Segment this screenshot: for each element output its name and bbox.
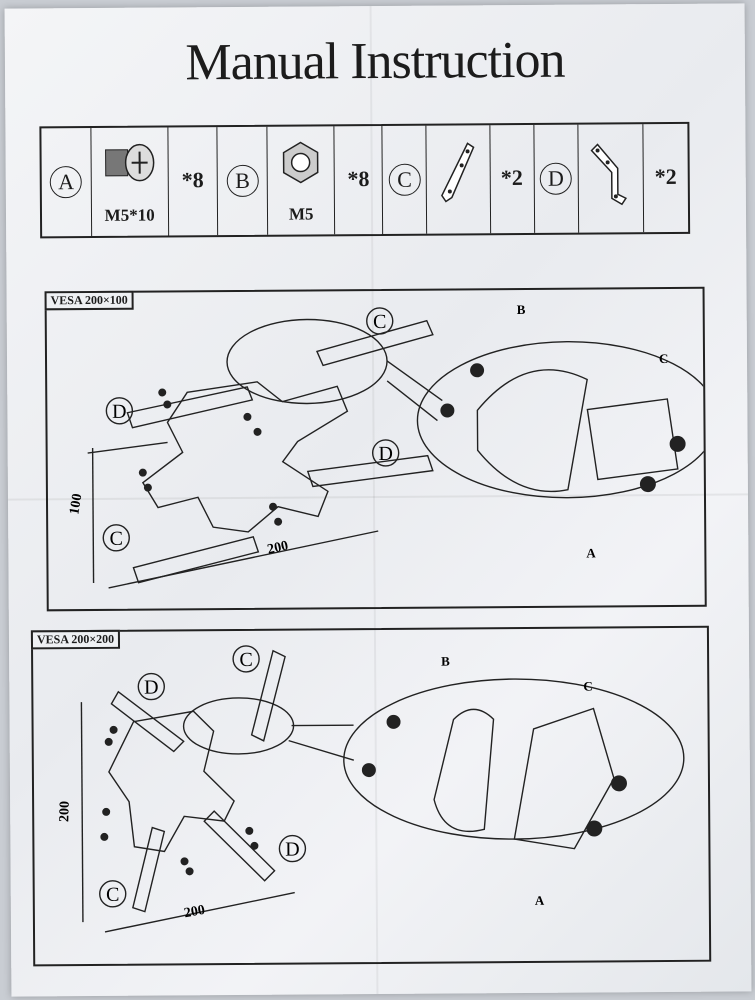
part-letter: B xyxy=(226,164,259,198)
part-b-qty-cell: *8 xyxy=(334,125,384,235)
vesa-200x200-panel: VESA 200×200 xyxy=(30,625,712,967)
part-letter: D xyxy=(539,162,573,195)
dimension-width-label: 200 xyxy=(183,903,206,922)
part-c-image-cell xyxy=(426,125,491,234)
callout-label: B xyxy=(441,654,450,669)
part-a-image-cell: M5*10 xyxy=(91,127,169,236)
screw-icon xyxy=(99,140,159,193)
callout-label: C xyxy=(110,528,123,550)
part-quantity: *8 xyxy=(181,167,204,193)
part-letter: C xyxy=(388,163,421,196)
part-c-qty-cell: *2 xyxy=(489,124,535,234)
callout-label: C xyxy=(583,679,592,694)
part-a-letter-cell: A xyxy=(41,127,92,237)
part-quantity: *2 xyxy=(500,164,523,191)
vesa-200x100-panel: VESA 200×100 xyxy=(44,286,707,612)
callout-label: D xyxy=(378,443,393,465)
angled-bracket-icon xyxy=(585,138,636,213)
part-b-letter-cell: B xyxy=(217,126,269,236)
part-quantity: *8 xyxy=(347,166,370,192)
vesa-200x200-diagram: C D C D B C A 200 200 xyxy=(57,645,685,933)
part-letter: A xyxy=(50,166,83,199)
part-size-label: M5*10 xyxy=(104,205,155,225)
vesa-200x100-diagram: C D D C B C A 100 200 xyxy=(67,302,705,589)
callout-label: A xyxy=(535,893,545,908)
callout-label: C xyxy=(106,884,119,906)
callout-label: C xyxy=(373,311,386,333)
straight-bracket-icon xyxy=(438,139,479,214)
part-b-image-cell: M5 xyxy=(267,126,336,235)
parts-table: A M5*10 *8 B xyxy=(39,121,691,239)
page-title: Manual Instruction xyxy=(185,31,565,92)
part-a-qty-cell: *8 xyxy=(167,127,219,236)
part-quantity: *2 xyxy=(654,163,677,190)
callout-label: D xyxy=(144,677,159,699)
part-d-letter-cell: D xyxy=(534,124,579,233)
part-d-image-cell xyxy=(578,124,645,233)
part-c-letter-cell: C xyxy=(382,125,428,234)
part-size-label: M5 xyxy=(288,204,314,224)
callout-label: B xyxy=(517,302,526,317)
part-d-qty-cell: *2 xyxy=(643,124,688,232)
callout-label: D xyxy=(285,839,300,861)
dimension-width-label: 200 xyxy=(266,539,290,558)
callout-label: C xyxy=(659,351,668,366)
dimension-height-label: 100 xyxy=(67,493,85,516)
dimension-height-label: 200 xyxy=(57,801,73,822)
callout-label: A xyxy=(586,545,596,560)
callout-label: D xyxy=(112,401,127,423)
instruction-sheet: Manual Instruction A M5*10 *8 B xyxy=(4,3,752,997)
callout-label: C xyxy=(239,649,252,671)
nut-icon xyxy=(278,138,324,191)
